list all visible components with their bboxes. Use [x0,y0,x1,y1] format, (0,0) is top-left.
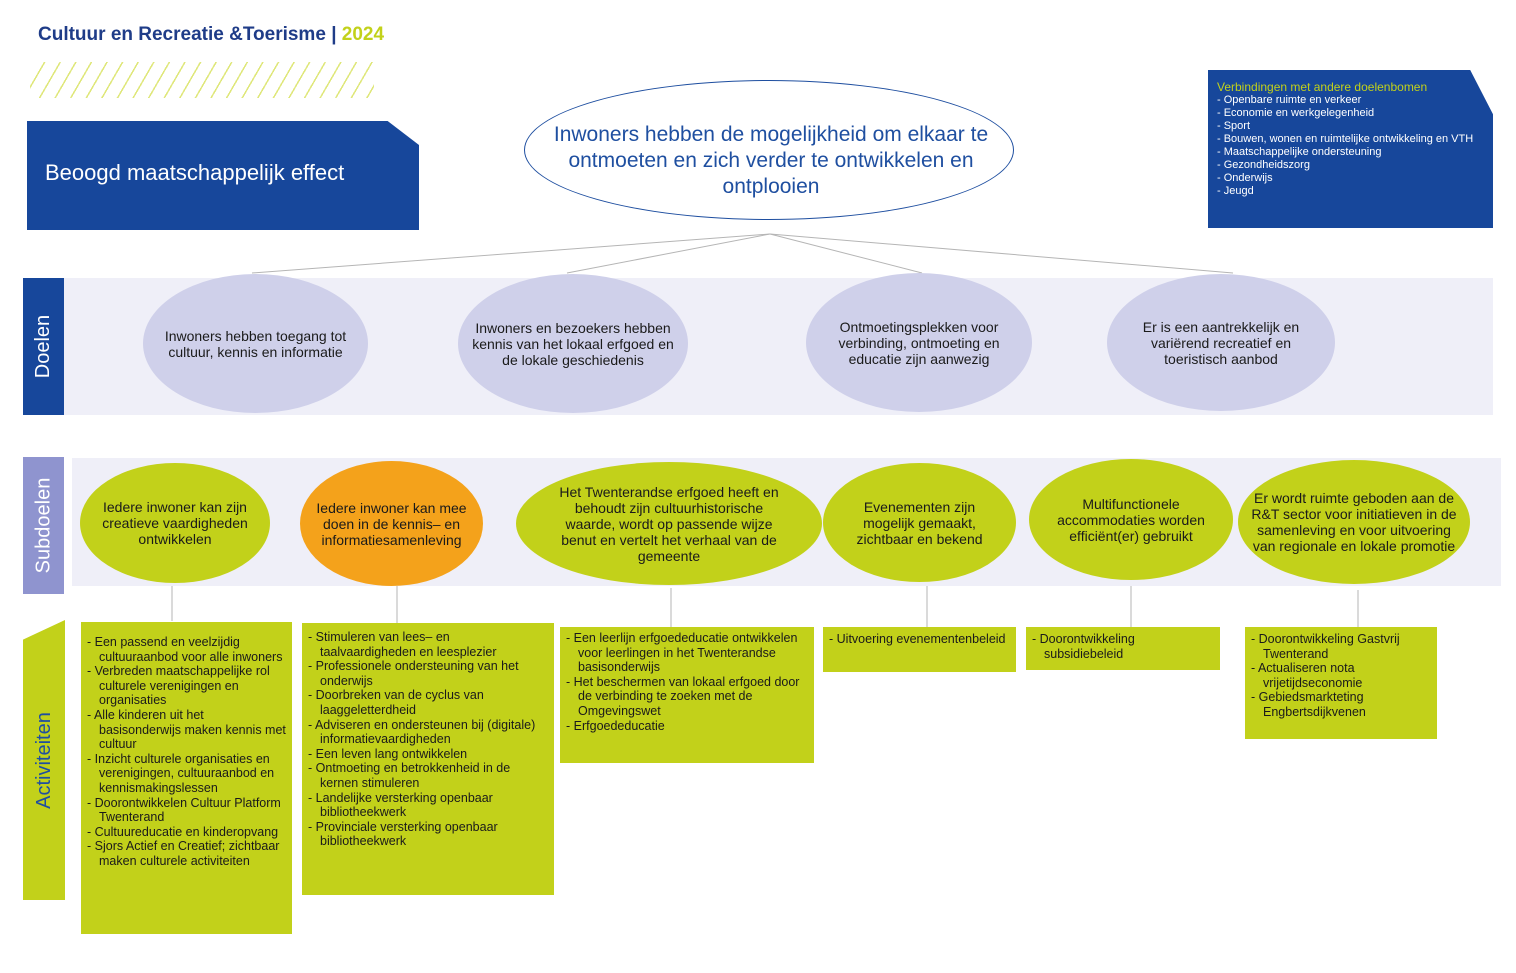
activity-item: Doorontwikkeling Gastvrij Twenterand [1251,632,1431,661]
subgoal-text: Multifunctionele accommodaties worden ef… [1057,495,1205,544]
activity-item: Uitvoering evenementenbeleid [829,632,1010,647]
activity-item: Gebiedsmarkteting Engbertsdijkvenen [1251,690,1431,719]
activity-card: Uitvoering evenementenbeleid [823,627,1016,672]
effect-statement: Inwoners hebben de mogelijkheid om elkaa… [553,123,989,198]
subgoal-text: Evenementen zijn mogelijk gemaakt, zicht… [856,498,983,547]
activity-list: Een leerlijn erfgoededucatie ontwikkelen… [566,631,808,733]
page-title: Cultuur en Recreatie &Toerisme | 2024 [38,24,384,46]
goal-ellipse: Ontmoetingsplekken voor verbinding, ontm… [806,273,1032,412]
activity-card: Stimuleren van lees– en taalvaardigheden… [302,623,554,895]
activity-item: Professionele ondersteuning van het onde… [308,659,544,688]
subgoal-ellipse: Het Twenterandse erfgoed heeft en behoud… [516,462,822,585]
effect-banner [27,121,419,230]
subgoal-ellipse: Multifunctionele accommodaties worden ef… [1029,459,1233,580]
subgoal-text: Iedere inwoner kan mee doen in de kennis… [316,499,467,548]
activity-item: Cultuureducatie en kinderopvang [87,825,286,840]
activity-card: Doorontwikkeling subsidiebeleid [1026,627,1220,670]
goal-text: Er is een aantrekkelijk en variërend rec… [1142,318,1300,367]
effect-ellipse [524,80,1014,220]
goal-ellipse: Inwoners hebben toegang tot cultuur, ken… [143,274,368,413]
activity-item: Landelijke versterking openbaar biblioth… [308,791,544,820]
activity-list: Een passend en veelzijdig cultuuraanbod … [87,635,286,869]
activity-item: Inzicht culturele organisaties en vereni… [87,752,286,796]
activity-item: Alle kinderen uit het basisonderwijs mak… [87,708,286,752]
section-subdoelen: Subdoelen [23,457,64,594]
links-item: - Sport [1217,120,1251,132]
activity-item: Het beschermen van lokaal erfgoed door d… [566,675,808,719]
title-separator: | [331,24,337,45]
activity-item: Ontmoeting en betrokkenheid in de kernen… [308,761,544,790]
goal-ellipse: Er is een aantrekkelijk en variërend rec… [1107,274,1335,411]
section-activiteiten-label: Activiteiten [32,711,55,809]
links-item: - Economie en werkgelegenheid [1217,107,1375,119]
activity-item: Doorbreken van de cyclus van laaggelette… [308,688,544,717]
links-panel [1208,70,1493,228]
activity-item: Een leerlijn erfgoededucatie ontwikkelen… [566,631,808,675]
activity-list: Doorontwikkeling subsidiebeleid [1032,632,1214,661]
subgoal-ellipse: Er wordt ruimte geboden aan de R&T secto… [1238,460,1470,584]
subgoal-text: Iedere inwoner kan zijn creatieve vaardi… [102,499,248,547]
activity-item: Actualiseren nota vrijetijdseconomie [1251,661,1431,690]
goal-text: Inwoners hebben toegang tot cultuur, ken… [164,327,347,360]
section-doelen: Doelen [23,278,64,415]
section-subdoelen-label: Subdoelen [32,477,54,574]
links-item: - Bouwen, wonen en ruimtelijke ontwikkel… [1217,133,1474,145]
connector-goal-4 [769,233,1234,274]
activity-list: Doorontwikkeling Gastvrij Twenterand Act… [1251,632,1431,720]
section-doelen-label: Doelen [32,314,55,379]
activity-item: Sjors Actief en Creatief; zichtbaar make… [87,839,286,868]
subgoal-text: Het Twenterandse erfgoed heeft en behoud… [559,483,779,564]
goal-text: Ontmoetingsplekken voor verbinding, ontm… [838,318,1000,367]
links-title: Verbindingen met andere doelenbomen [1217,80,1428,94]
activity-item: Provinciale versterking openbaar bibliot… [308,820,544,849]
activity-item: Doorontwikkelen Cultuur Platform Twenter… [87,796,286,825]
decorative-hatch [30,62,374,98]
activity-card: Doorontwikkeling Gastvrij Twenterand Act… [1245,627,1437,739]
connector-goal-2 [566,233,771,274]
goal-text: Inwoners en bezoekers hebben kennis van … [472,319,674,368]
activity-list: Stimuleren van lees– en taalvaardigheden… [308,630,544,849]
activity-item: Doorontwikkeling subsidiebeleid [1032,632,1214,661]
links-item: - Openbare ruimte en verkeer [1217,94,1362,106]
effect-label: Beoogd maatschappelijk effect [45,160,345,185]
activity-item: Erfgoededucatie [566,719,808,734]
activity-list: Uitvoering evenementenbeleid [829,632,1010,647]
connector-goal-3 [769,233,923,274]
links-item: - Gezondheidszorg [1217,159,1310,171]
title-year: 2024 [341,24,385,45]
links-item: - Maatschappelijke ondersteuning [1217,146,1382,158]
activity-item: Verbreden maatschappelijke rol culturele… [87,664,286,708]
activity-item: Stimuleren van lees– en taalvaardigheden… [308,630,544,659]
subgoal-ellipse: Iedere inwoner kan zijn creatieve vaardi… [80,463,270,583]
section-activiteiten: Activiteiten [23,620,65,900]
goal-ellipse: Inwoners en bezoekers hebben kennis van … [458,274,688,413]
subgoal-text: Er wordt ruimte geboden aan de R&T secto… [1251,490,1457,554]
connector-goal-1 [251,233,771,274]
activity-item: Adviseren en ondersteunen bij (digitale)… [308,718,544,747]
links-item: - Onderwijs [1217,172,1273,184]
subgoal-ellipse: Iedere inwoner kan mee doen in de kennis… [300,461,483,586]
title-text: Cultuur en Recreatie &Toerisme [38,24,326,45]
activity-item: Een passend en veelzijdig cultuuraanbod … [87,635,286,664]
links-list: - Openbare ruimte en verkeer - Economie … [1217,94,1493,198]
activity-card: Een passend en veelzijdig cultuuraanbod … [81,622,292,934]
activity-item: Een leven lang ontwikkelen [308,747,544,762]
subgoal-ellipse: Evenementen zijn mogelijk gemaakt, zicht… [823,463,1016,582]
links-item: - Jeugd [1217,185,1254,197]
activity-card: Een leerlijn erfgoededucatie ontwikkelen… [560,627,814,763]
